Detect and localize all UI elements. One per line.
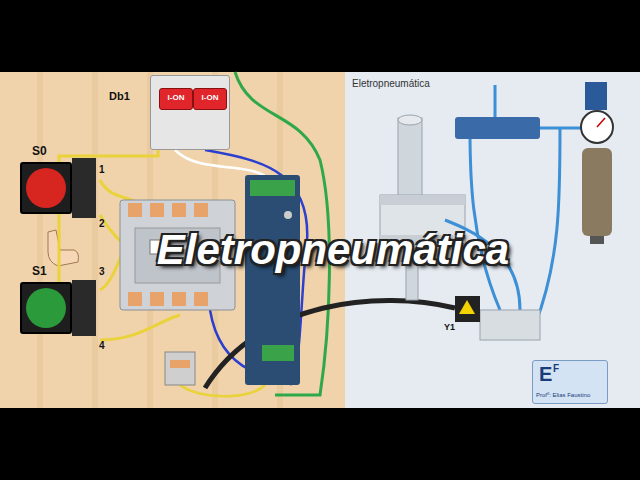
- tubes-part: [535, 128, 560, 325]
- pressure-regulator-part: [581, 111, 613, 143]
- push-button-housing-part: [72, 280, 96, 336]
- cylinder-part: [380, 195, 465, 205]
- device-label: E: [539, 363, 552, 385]
- contactor-part: [172, 292, 186, 306]
- hand-icon: [48, 230, 79, 266]
- push-button: S1: [20, 282, 72, 334]
- power-supply-part: [262, 345, 294, 361]
- push-button: S0: [20, 162, 72, 214]
- pressure-regulator: [455, 82, 613, 244]
- solenoid-valve-part: [459, 300, 475, 314]
- tubes-part: [494, 85, 497, 117]
- button-cap: [26, 168, 66, 208]
- contactor-part: [128, 203, 142, 217]
- push-button-housing: [72, 158, 96, 336]
- tubes: [445, 85, 582, 325]
- breaker-toggle: I-ON: [193, 88, 227, 110]
- tubes-part: [470, 130, 500, 310]
- pressure-regulator-part: [585, 82, 607, 110]
- cylinder-part: [398, 118, 422, 198]
- terminal-number: 2: [99, 218, 105, 229]
- device-label: S1: [32, 265, 47, 278]
- power-supply-part: [245, 175, 300, 385]
- power-supply: [245, 175, 300, 385]
- pressure-regulator-part: [590, 236, 604, 244]
- wires-part: [180, 385, 265, 396]
- hand-icon-part: [48, 230, 79, 266]
- thermal-relay-part: [165, 352, 195, 385]
- contactor-part: [150, 292, 164, 306]
- button-face: [22, 284, 70, 332]
- power-supply-part: [250, 180, 295, 196]
- contactor-part: [194, 292, 208, 306]
- pressure-regulator-part: [582, 148, 612, 236]
- device-label: Profº: Elias Faustino: [536, 392, 590, 399]
- wires-part: [100, 315, 180, 340]
- terminal-number: 1: [99, 164, 105, 175]
- solenoid-valve: [455, 296, 540, 340]
- title-overlay: Eletropneumática: [157, 226, 509, 274]
- wires-part: [210, 310, 250, 370]
- wire: [59, 150, 158, 162]
- solenoid-valve-part: [455, 296, 480, 322]
- contactor-part: [128, 292, 142, 306]
- button-cap: [26, 288, 66, 328]
- contactor-part: [194, 203, 208, 217]
- circuit-breaker: Db1I-ONI-ON: [150, 75, 230, 150]
- contactor-part: [172, 203, 186, 217]
- solenoid-label: Y1: [444, 322, 455, 332]
- breaker-toggle: I-ON: [159, 88, 193, 110]
- solenoid-valve-part: [480, 310, 540, 340]
- power-supply-part: [284, 211, 292, 219]
- thermal-relay: [165, 352, 195, 385]
- device-label: F: [553, 363, 559, 374]
- terminal-number: 4: [99, 340, 105, 351]
- panel-caption: Eletropneumática: [352, 78, 430, 89]
- terminal-number: 3: [99, 266, 105, 277]
- wires-part: [205, 301, 455, 388]
- device-label: S0: [32, 145, 47, 158]
- cylinder-part: [398, 115, 422, 125]
- push-button-housing-part: [72, 158, 96, 218]
- wire: [58, 214, 61, 282]
- button-face: [22, 164, 70, 212]
- pressure-regulator-part: [597, 118, 605, 127]
- contactor-part: [150, 203, 164, 217]
- device-label: Db1: [109, 90, 130, 102]
- toggle-label: I-ON: [160, 89, 192, 103]
- thermal-relay-part: [170, 360, 190, 368]
- toggle-label: I-ON: [194, 89, 226, 103]
- logo-box: EF Profº: Elias Faustino: [532, 360, 608, 404]
- pressure-regulator-part: [455, 117, 540, 139]
